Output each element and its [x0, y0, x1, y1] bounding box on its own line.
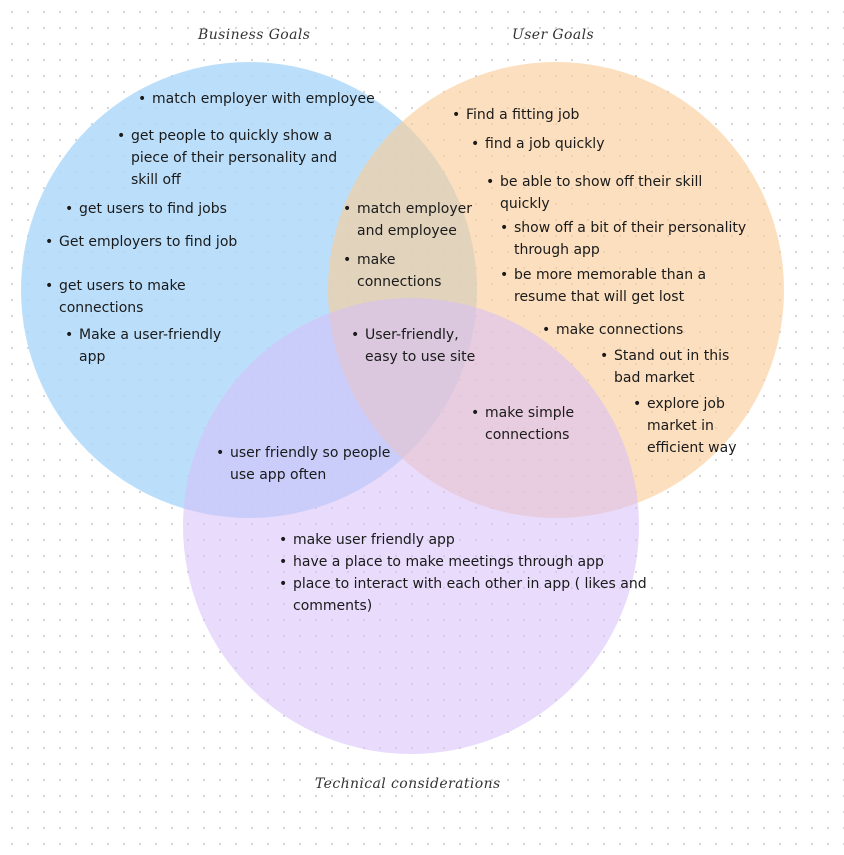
- user-note: show off a bit of their personality thro…: [500, 217, 759, 261]
- business-note: Get employers to find job: [45, 231, 279, 253]
- business-user-note: make connections: [343, 249, 467, 293]
- user-technical-note: make simple connections: [471, 402, 595, 446]
- technical-considerations-label: Technical considerations: [315, 776, 501, 792]
- business-note: get users to make connections: [45, 275, 219, 319]
- user-note: make connections: [542, 319, 736, 341]
- user-note: be more memorable than a resume that wil…: [500, 264, 719, 308]
- technical-note: place to interact with each other in app…: [279, 573, 655, 617]
- business-note: match employer with employee: [138, 88, 402, 110]
- business-note: get users to find jobs: [65, 198, 279, 220]
- business-technical-note: user friendly so people use app often: [216, 442, 405, 486]
- user-note: explore job market in efficient way: [633, 393, 757, 459]
- user-note: Stand out in this bad market: [600, 345, 754, 389]
- user-note: find a job quickly: [471, 133, 685, 155]
- user-note: Find a fitting job: [452, 104, 666, 126]
- business-user-note: match employer and employee: [343, 198, 487, 242]
- user-note: be able to show off their skill quickly: [486, 171, 720, 215]
- business-goals-label: Business Goals: [198, 27, 311, 43]
- all-three-note: User-friendly, easy to use site: [351, 324, 485, 368]
- technical-note: make user friendly app: [279, 529, 613, 551]
- user-goals-label: User Goals: [512, 27, 595, 43]
- business-note: get people to quickly show a piece of th…: [117, 125, 351, 191]
- technical-considerations-circle: [183, 298, 639, 754]
- business-note: Make a user-friendly app: [65, 324, 249, 368]
- technical-note: have a place to make meetings through ap…: [279, 551, 623, 573]
